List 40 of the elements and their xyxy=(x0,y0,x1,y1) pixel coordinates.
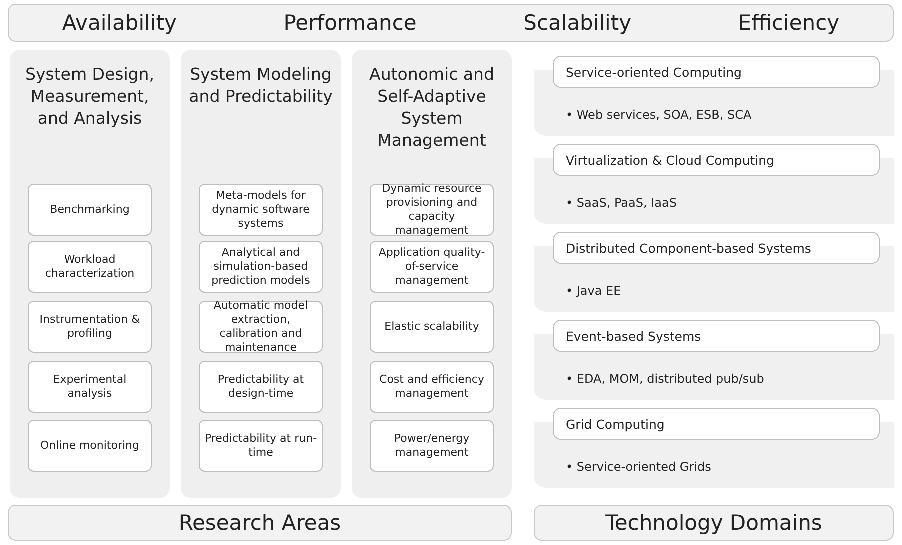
area-label: Technology Domains xyxy=(606,511,822,535)
column-panel xyxy=(181,50,341,498)
domain-heading: Service-oriented Computing xyxy=(553,56,880,88)
topic-box: Meta-models for dynamic software systems xyxy=(199,184,323,236)
topic-box: Application quality-of-service management xyxy=(370,241,494,293)
column-heading: System Modeling and Predictability xyxy=(188,64,334,108)
domain-heading: Grid Computing xyxy=(553,408,880,440)
column-heading: Autonomic and Self-Adaptive System Management xyxy=(368,64,496,152)
bullet-text: • Web services, SOA, ESB, SCA xyxy=(566,108,752,122)
topic-box: Online monitoring xyxy=(28,420,152,472)
domain-heading: Event-based Systems xyxy=(553,320,880,352)
topic-box: Workload characterization xyxy=(28,241,152,293)
topic-box: Dynamic resource provisioning and capacity management xyxy=(370,184,494,236)
topic-box: Analytical and simulation-based prediction models xyxy=(199,241,323,293)
bullet-text: • Java EE xyxy=(566,284,622,298)
footer-band xyxy=(534,505,894,541)
topic-box: Benchmarking xyxy=(28,184,152,236)
area-label: Research Areas xyxy=(178,511,342,535)
topic-box: Elastic scalability xyxy=(370,301,494,353)
quality-label: Efficiency xyxy=(738,11,840,35)
topic-box: Predictability at run-time xyxy=(199,420,323,472)
footer-band xyxy=(8,505,512,541)
bullet-text: • EDA, MOM, distributed pub/sub xyxy=(566,372,764,386)
topic-box: Experimental analysis xyxy=(28,361,152,413)
topic-box: Cost and efficiency management xyxy=(370,361,494,413)
header-band xyxy=(8,4,894,42)
domain-heading: Distributed Component-based Systems xyxy=(553,232,880,264)
topic-box: Instrumentation & profiling xyxy=(28,301,152,353)
column-panel xyxy=(352,50,512,498)
column-heading: System Design, Measurement, and Analysis xyxy=(24,64,156,130)
domain-heading: Virtualization & Cloud Computing xyxy=(553,144,880,176)
bullet-text: • Service-oriented Grids xyxy=(566,460,712,474)
topic-box: Power/energy management xyxy=(370,420,494,472)
topic-box: Automatic model extraction, calibration and maintenance xyxy=(199,301,323,353)
quality-label: Performance xyxy=(284,11,417,35)
quality-label: Scalability xyxy=(524,11,632,35)
bullet-text: • SaaS, PaaS, IaaS xyxy=(566,196,677,210)
quality-label: Availability xyxy=(62,11,177,35)
column-panel xyxy=(10,50,170,498)
topic-box: Predictability at design-time xyxy=(199,361,323,413)
